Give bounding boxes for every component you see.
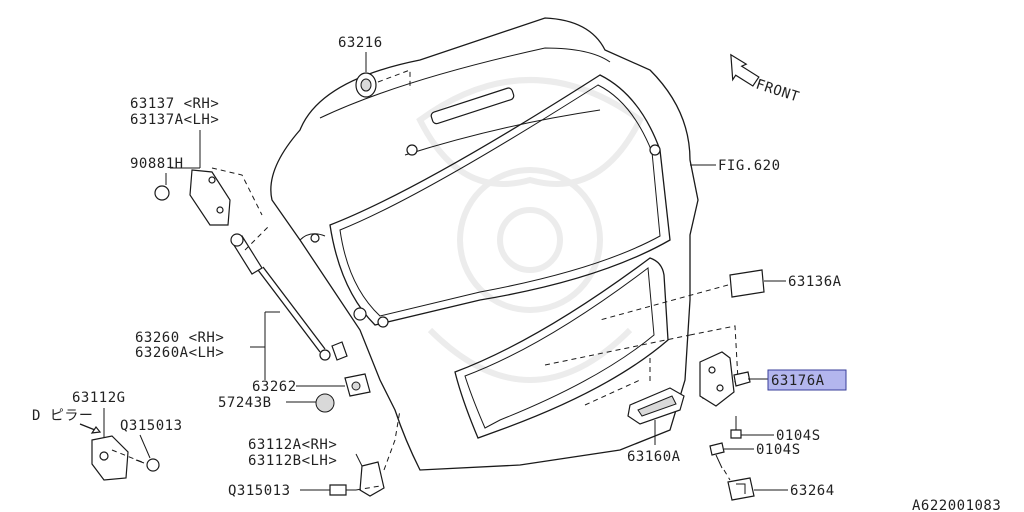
label-63137: 63137 <RH> — [130, 96, 219, 112]
part-63264-striker[interactable]: 63264 — [723, 469, 835, 501]
part-0104s-bottom[interactable]: 0104S — [709, 442, 801, 469]
label-63112b: 63112B<LH> — [248, 453, 337, 469]
part-57243b[interactable]: 57243B — [218, 393, 335, 413]
cap-icon — [315, 393, 335, 413]
label-57243b: 57243B — [218, 395, 272, 411]
label-63260a: 63260A<LH> — [135, 345, 224, 361]
reference-fig620[interactable]: FIG.620 — [690, 158, 781, 174]
bolt-icon — [730, 429, 742, 439]
trim-cover-icon — [359, 461, 385, 497]
label-front: FRONT — [754, 77, 801, 106]
front-arrow-icon — [730, 53, 760, 87]
part-q315013-top[interactable]: Q315013 — [120, 418, 183, 472]
pillar-trim-icon — [91, 435, 129, 481]
part-63137-hinge[interactable]: 63137 <RH> 63137A<LH> — [130, 96, 263, 226]
label-63136a: 63136A — [788, 274, 842, 290]
part-90881h[interactable]: 90881H — [130, 156, 184, 201]
part-0104s-top[interactable]: 0104S — [730, 416, 821, 444]
emblem-icon — [729, 269, 765, 298]
clip-icon — [154, 185, 170, 201]
brake-light-housing — [430, 87, 515, 125]
label-63260: 63260 <RH> — [135, 330, 224, 346]
label-63137a: 63137A<LH> — [130, 112, 219, 128]
label-63262: 63262 — [252, 379, 297, 395]
part-63216[interactable]: 63216 — [338, 35, 411, 98]
front-indicator: FRONT — [730, 53, 801, 106]
striker-icon — [727, 477, 755, 501]
diagram-id: A622001083 — [912, 498, 1001, 512]
label-q315013-bottom: Q315013 — [228, 483, 291, 499]
part-63262[interactable]: 63262 — [252, 341, 371, 397]
part-63176a-latch[interactable]: 63176A — [544, 325, 847, 407]
screw-icon — [146, 458, 160, 472]
part-63136a[interactable]: 63136A — [599, 269, 842, 321]
part-q315013-bottom[interactable]: Q315013 — [228, 483, 381, 499]
label-63176a: 63176A — [771, 373, 825, 389]
label-q315013-top: Q315013 — [120, 418, 183, 434]
part-63160a-handle[interactable]: 63160A — [584, 358, 685, 465]
rear-window — [329, 74, 671, 326]
latch-icon — [699, 351, 735, 407]
label-63112g: 63112G — [72, 390, 126, 406]
label-90881h: 90881H — [130, 156, 184, 172]
label-d-pillar: D ピラー — [32, 408, 93, 424]
watermark-emblem — [416, 77, 644, 383]
bolt-icon — [709, 442, 725, 456]
label-63112a: 63112A<RH> — [248, 437, 337, 453]
license-plate-recess — [454, 257, 669, 439]
label-63264: 63264 — [790, 483, 835, 499]
label-63160a: 63160A — [627, 449, 681, 465]
label-fig620: FIG.620 — [718, 158, 781, 174]
tailgate-panel — [270, 17, 699, 471]
part-63112a-63112b[interactable]: 63112A<RH> 63112B<LH> — [248, 409, 401, 497]
label-0104s-bottom: 0104S — [756, 442, 801, 458]
label-63216: 63216 — [338, 35, 383, 51]
part-63112g[interactable]: 63112G D ピラー — [32, 390, 143, 481]
highlight-box — [767, 369, 847, 391]
label-0104s-top: 0104S — [776, 428, 821, 444]
screw-icon — [329, 484, 347, 496]
part-63260-strut[interactable]: 63260 <RH> 63260A<LH> — [135, 224, 331, 380]
